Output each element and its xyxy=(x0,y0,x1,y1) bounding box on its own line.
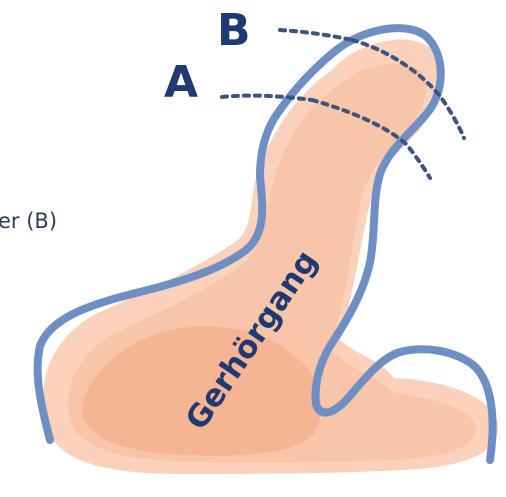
marker-a-label: A xyxy=(164,57,198,108)
marker-b-label: B xyxy=(217,5,251,56)
side-text-label: er (B) xyxy=(0,209,57,233)
marker-a-leader xyxy=(222,96,312,100)
marker-b-leader xyxy=(280,30,352,40)
